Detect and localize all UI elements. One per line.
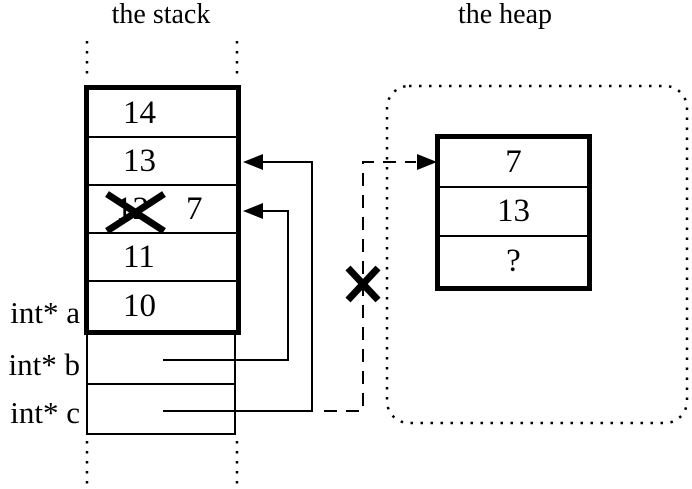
stack-cell-1: 13 [89, 138, 236, 186]
heap-cell-1: 13 [440, 188, 587, 237]
stack-title: the stack [111, 0, 211, 30]
heap-cell-value: ? [506, 243, 521, 279]
label-int-ptr-b: int* b [8, 347, 80, 382]
cross-stroke [345, 265, 381, 303]
pointer-b-arrowhead [243, 203, 263, 219]
label-int-ptr-c: int* c [10, 395, 80, 430]
dangling-pointer-dashed-line [324, 161, 416, 412]
heap-cell-value: 13 [497, 193, 530, 229]
crossed-out-old-value: 12 [116, 190, 149, 227]
heap-cell-value: 7 [505, 144, 522, 180]
heap-title: the heap [457, 0, 553, 30]
heap-block-box: 7 13 ? [435, 134, 592, 291]
dangling-pointer-arrowhead [417, 154, 437, 170]
new-value: 7 [186, 190, 203, 227]
stack-cell-4: 10 [89, 282, 236, 330]
stack-cell-value: 14 [123, 94, 156, 131]
pointer-slot-c [88, 385, 234, 433]
stack-cell-3: 11 [89, 234, 236, 282]
stack-array-box: 14 13 12 7 11 10 [84, 85, 241, 335]
label-int-ptr-a: int* a [10, 295, 80, 330]
cross-out-x-dangling-pointer [345, 265, 381, 303]
heap-cell-2: ? [440, 237, 587, 286]
stack-pointer-slots-box [86, 335, 236, 435]
stack-cell-value: 11 [123, 238, 155, 275]
pointer-slot-b [88, 335, 234, 385]
heap-cell-0: 7 [440, 139, 587, 188]
stack-cell-value: 13 [123, 142, 156, 179]
cross-stroke [345, 265, 381, 303]
pointer-c-arrowhead [243, 154, 263, 170]
stack-cell-value: 10 [123, 287, 156, 324]
stack-cell-0: 14 [89, 90, 236, 138]
stack-cell-2-overwritten: 12 7 [89, 186, 236, 234]
